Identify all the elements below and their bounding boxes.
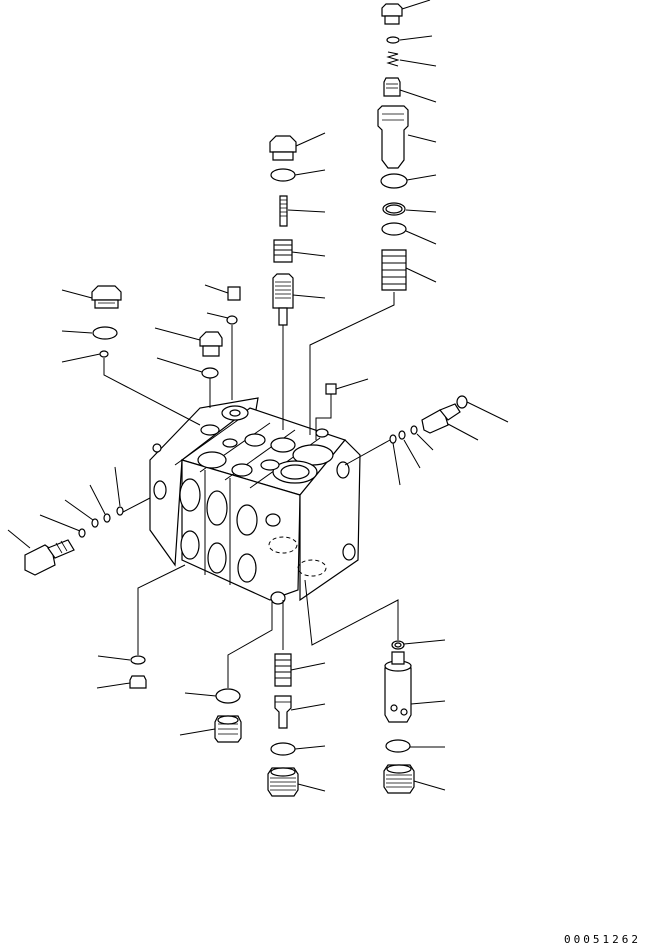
left-port-plug — [61, 285, 122, 309]
center-stopper — [279, 195, 326, 227]
center-plug-o-ring — [156, 357, 219, 408]
center-spring — [273, 239, 326, 263]
control-valve-body — [149, 397, 361, 605]
leader-bottom-center — [227, 600, 273, 688]
bottom-spring — [274, 653, 326, 687]
leader-bottom-left — [137, 564, 186, 655]
bottom-left-o-ring — [97, 655, 146, 665]
bottom-right-spool — [384, 651, 446, 723]
center-spool — [272, 273, 326, 430]
bottom-right-collar — [391, 639, 446, 650]
relief-backup-ring — [382, 202, 437, 216]
bottom-center-cap — [267, 767, 326, 797]
center-plug — [154, 327, 223, 357]
relief-o-ring-2 — [381, 222, 437, 245]
left-side-rings — [39, 466, 151, 538]
bottom-o-ring-right — [385, 739, 445, 753]
drawing-number: 00051262 — [564, 933, 641, 946]
relief-plug-o-ring — [206, 312, 238, 400]
right-o-rings — [344, 425, 434, 486]
right-connector — [421, 395, 509, 441]
left-o-ring-large — [61, 326, 118, 340]
top-spring — [386, 51, 437, 67]
pilot-poppet — [383, 77, 437, 103]
bottom-poppet — [274, 695, 326, 729]
top-o-ring — [386, 35, 433, 44]
relief-spring-large — [309, 249, 437, 435]
bottom-left-cap — [179, 715, 242, 743]
top-relief-cap — [381, 0, 431, 25]
relief-o-ring-1 — [380, 173, 437, 189]
left-side-check-valve — [7, 529, 75, 576]
right-small-plug — [315, 378, 369, 440]
main-relief-valve — [377, 105, 437, 169]
relief-plug-small — [204, 284, 241, 301]
left-o-ring-small — [61, 350, 201, 426]
bottom-o-ring-center — [270, 742, 326, 756]
leader-bottom-right — [304, 579, 399, 646]
bottom-left-plug — [96, 675, 147, 689]
center-cap — [269, 132, 326, 161]
bottom-right-cap — [383, 764, 446, 794]
bottom-o-ring-left — [184, 688, 241, 704]
center-o-ring — [270, 168, 326, 182]
